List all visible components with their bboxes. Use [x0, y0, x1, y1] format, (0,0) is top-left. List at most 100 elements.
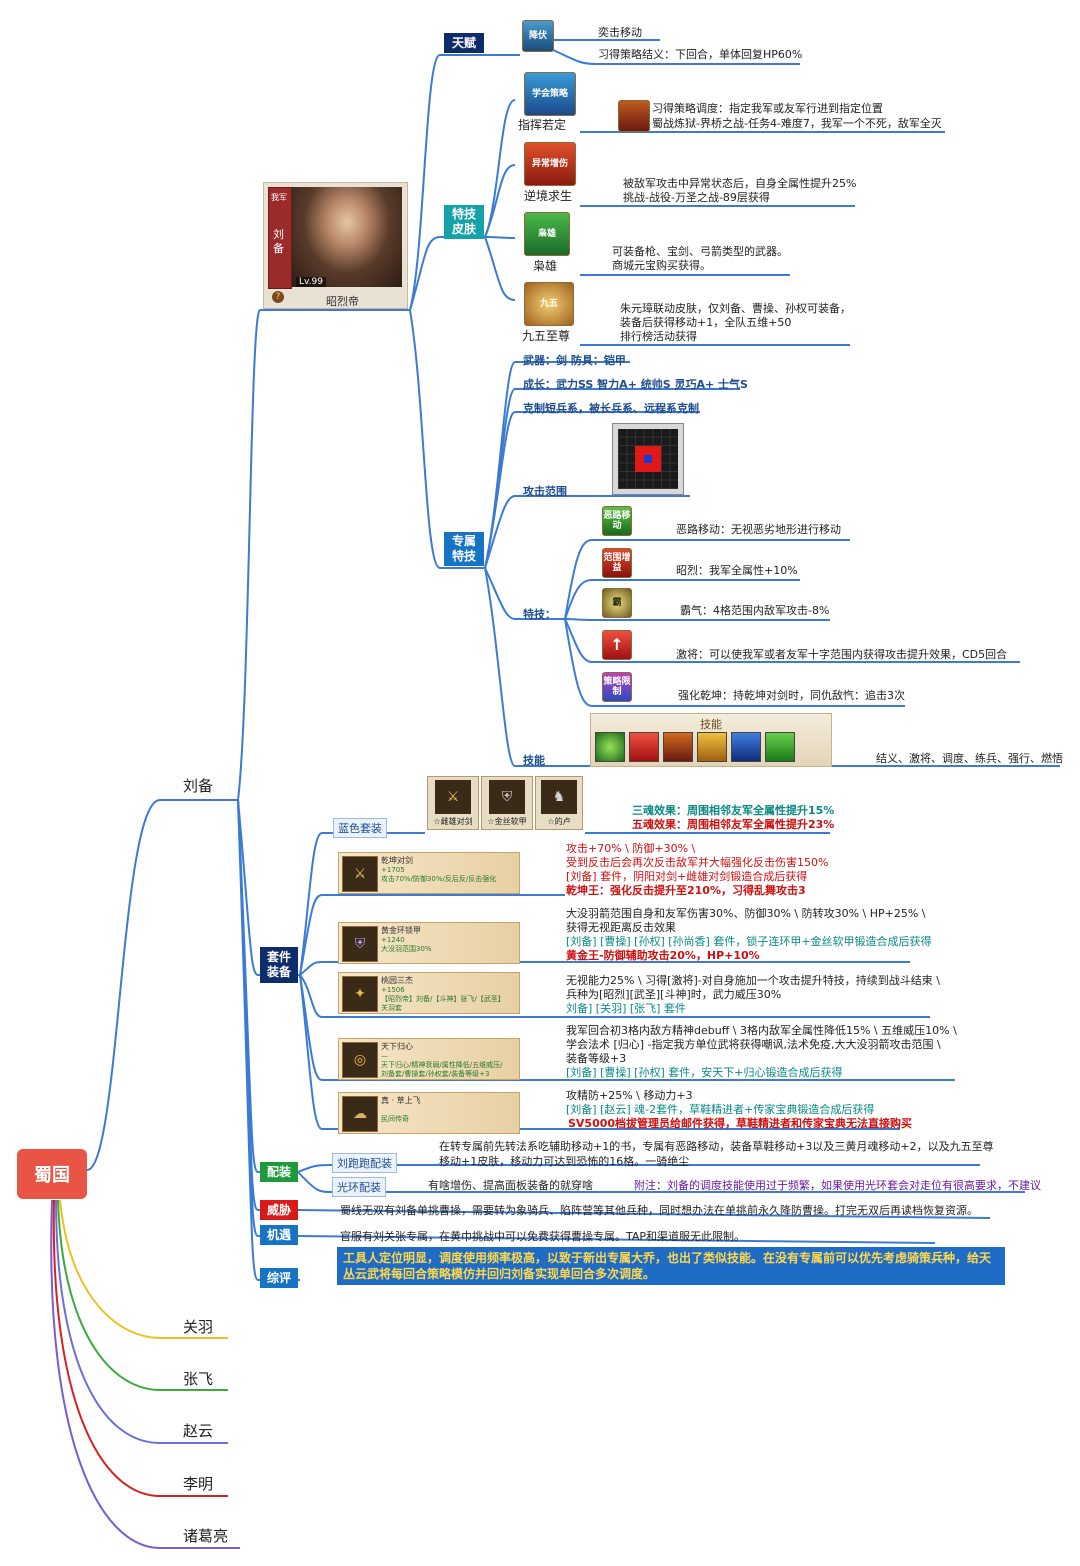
chance-text: 官服有刘关张专属，在黄巾挑战中可以免费获得曹操专属。TAP和渠道服无此限制。	[340, 1230, 746, 1243]
equip-stat-4: — 天下归心/精神衰弱/属性降低/五维威压/ 刘备套/曹操套/孙权套/装备等级+…	[381, 1052, 503, 1078]
skill-slot-4[interactable]	[697, 732, 727, 762]
stat-range-label: 攻击范围	[523, 485, 567, 498]
hero-zhaoyun[interactable]: 赵云	[183, 1422, 214, 1440]
stat-counter: 克制短兵系，被长兵系、远程系克制	[523, 402, 699, 415]
config-a-text-2: 移动+1皮肤，移动力可达到恐怖的16格。一骑绝尘	[439, 1155, 690, 1168]
tag-suit[interactable]: 套件 装备	[260, 947, 298, 983]
tag-config[interactable]: 配装	[260, 1162, 298, 1182]
hero-zhangfei[interactable]: 张飞	[183, 1370, 214, 1388]
special-icon-3: 霸	[602, 588, 632, 618]
config-a-text-1: 在转专属前先转法系吃辅助移动+1的书，专属有恶路移动，装备草鞋移动+3以及三黄月…	[439, 1140, 994, 1153]
equip-line-2-4: 黄金王-防御辅助攻击20%，HP+10%	[566, 949, 760, 962]
tag-chance[interactable]: 机遇	[260, 1225, 298, 1245]
root-node[interactable]: 蜀国	[17, 1149, 87, 1199]
equip-line-5-1: 攻精防+25% \ 移动力+3	[566, 1089, 693, 1102]
hero-liming[interactable]: 李明	[183, 1475, 214, 1493]
equip-card-4[interactable]: ◎ 天下归心 — 天下归心/精神衰弱/属性降低/五维威压/ 刘备套/曹操套/孙权…	[338, 1038, 520, 1080]
equip-card-3[interactable]: ✦ 桃园三杰 +1506 【昭烈帝】刘备/【斗神】张飞/【武圣】 关羽套	[338, 972, 520, 1014]
special-icon-5: 策略限制	[602, 672, 632, 702]
equip-name-2: 黄金环锁甲	[381, 926, 421, 935]
help-icon[interactable]: ?	[272, 291, 284, 303]
skill-slot-6[interactable]	[765, 732, 795, 762]
equip-name-4: 天下归心	[381, 1042, 413, 1051]
blue-item-3[interactable]: ♞ ☆的卢	[535, 776, 583, 830]
blue-item-3-label: ☆的卢	[547, 817, 571, 826]
skill-slot-2[interactable]	[629, 732, 659, 762]
hero-zhugeliang[interactable]: 诸葛亮	[183, 1527, 229, 1545]
equip-name-3: 桃园三杰	[381, 976, 413, 985]
hero-guanyu[interactable]: 关羽	[183, 1318, 214, 1336]
tag-threat[interactable]: 威胁	[260, 1200, 298, 1220]
skin-name-3: 枭雄	[533, 259, 558, 273]
tag-exclusive[interactable]: 专属 特技	[444, 532, 484, 566]
skill-slot-1[interactable]	[595, 732, 625, 762]
threat-text: 蜀线无双有刘备单挑曹操，需要转为象骑兵、陷阵营等其他兵种，同时想办法在单挑前永久…	[340, 1204, 978, 1217]
skin-desc-2a: 被敌军攻击中异常状态后，自身全属性提升25%	[623, 177, 857, 190]
equip-line-1-3: [刘备] 套件，阴阳对剑+雌雄对剑锻造合成后获得	[566, 870, 808, 883]
equip-line-5-2: [刘备] [赵云] 魂-2套件，草鞋精进者+传家宝典锻造合成后获得	[566, 1103, 875, 1116]
config-b-text: 有啥增伤、提高面板装备的就穿啥	[428, 1179, 593, 1192]
skin-icon-1: 学会策略	[524, 72, 576, 116]
role-banner: 我军 刘备	[268, 187, 292, 289]
special-icon-1: 恶路移动	[602, 506, 632, 536]
skin-desc-2b: 挑战-战役-万圣之战-89层获得	[623, 191, 770, 204]
skin-icon-4: 九五	[524, 282, 574, 326]
skin-icon-3: 枭雄	[524, 212, 570, 256]
sandal-icon: ☁	[342, 1096, 378, 1132]
special-text-2: 昭烈：我军全属性+10%	[676, 564, 798, 577]
hero-portrait-card[interactable]: 我军 刘备 Lv.99 ? 昭烈帝	[263, 182, 408, 309]
equip-name-1: 乾坤对剑	[381, 856, 413, 865]
skills-label: 技能	[523, 754, 545, 767]
specials-label: 特技：	[523, 608, 556, 621]
attack-range-grid	[612, 423, 684, 495]
blue-effect-2: 五魂效果：周围相邻友军全属性提升23%	[632, 818, 835, 831]
special-icon-2: 范围增益	[602, 548, 632, 578]
talent-icon: 降伏	[522, 20, 554, 52]
skill-slot-3[interactable]	[663, 732, 693, 762]
blue-item-2[interactable]: ⛨ ☆金丝软甲	[481, 776, 533, 830]
skill-list: 结义、激将、调度、练兵、强行、燃悟	[876, 752, 1063, 765]
armor-icon: ⛨	[342, 926, 378, 962]
horse-icon: ♞	[541, 780, 577, 814]
skill-slot-5[interactable]	[731, 732, 761, 762]
armor-icon: ⛨	[489, 780, 525, 814]
skin-portrait-icon	[618, 100, 650, 132]
blue-item-1[interactable]: ⚔ ☆雌雄对剑	[427, 776, 479, 830]
equip-line-1-1: 攻击+70% \ 防御+30% \	[566, 842, 696, 855]
blue-item-1-label: ☆雌雄对剑	[433, 817, 473, 826]
equip-line-3-1: 无视能力25% \ 习得[激将]-对自身施加一个攻击提升特技，持续到战斗结束 \	[566, 974, 940, 987]
talent-line-1: 奕击移动	[598, 26, 642, 39]
equip-line-2-2: 获得无视距离反击效果	[566, 921, 676, 934]
equip-line-3-2: 兵种为[昭烈][武圣][斗神]时，武力威压30%	[566, 988, 782, 1001]
skill-bar-title: 技能	[700, 718, 722, 731]
skin-name-1: 指挥若定	[518, 118, 567, 132]
special-text-3: 霸气：4格范围内敌军攻击-8%	[680, 604, 830, 617]
tag-review[interactable]: 综评	[260, 1268, 298, 1288]
special-text-5: 强化乾坤：持乾坤对剑时，同仇敌忾：追击3次	[678, 689, 905, 702]
config-a-label: 刘跑跑配装	[332, 1153, 397, 1173]
equip-line-4-3: 装备等级+3	[566, 1052, 627, 1065]
range-center	[644, 455, 652, 463]
tag-skin[interactable]: 特技 皮肤	[444, 205, 484, 239]
portrait-title: 昭烈帝	[326, 295, 359, 308]
blue-set-label: 蓝色套装	[333, 818, 387, 838]
equip-card-1[interactable]: ⚔ 乾坤对剑 +1705 攻击70%/防御30%/反后反/反击强化	[338, 852, 520, 894]
skin-name-2: 逆境求生	[524, 189, 573, 203]
peach-garden-icon: ✦	[342, 976, 378, 1012]
tag-talent[interactable]: 天赋	[444, 33, 484, 53]
equip-card-2[interactable]: ⛨ 黄金环锁甲 +1240 大没羽范围30%	[338, 922, 520, 964]
equip-line-5-3: SV5000档拔管理员给邮件获得，草鞋精进者和传家宝典无法直接购买	[568, 1117, 913, 1130]
role-label: 我军	[271, 193, 287, 202]
equip-line-4-4: [刘备] [曹操] [孙权] 套件，安天下+归心锻造合成后获得	[566, 1066, 843, 1079]
hero-liubei[interactable]: 刘备	[183, 777, 214, 795]
skin-desc-3a: 可装备枪、宝剑、弓箭类型的武器。	[612, 245, 788, 258]
special-text-4: 激将：可以使我军或者友军十字范围内获得攻击提升效果，CD5回合	[676, 648, 1008, 661]
equip-line-4-2: 学会法术 [归心] -指定我方单位武将获得嘲讽,法术免疫,大大没羽箭攻击范围 \	[566, 1038, 941, 1051]
equip-stat-5: 民间传奇	[381, 1115, 409, 1123]
equip-stat-1: +1705 攻击70%/防御30%/反后反/反击强化	[381, 866, 497, 883]
review-box: 工具人定位明显，调度使用频率极高，以致于新出专属大乔，也出了类似技能。在没有专属…	[337, 1247, 1005, 1285]
dual-sword-icon: ⚔	[435, 780, 471, 814]
ring-icon: ◎	[342, 1042, 378, 1078]
equip-card-5[interactable]: ☁ 真 · 草上飞 民间传奇	[338, 1092, 520, 1134]
